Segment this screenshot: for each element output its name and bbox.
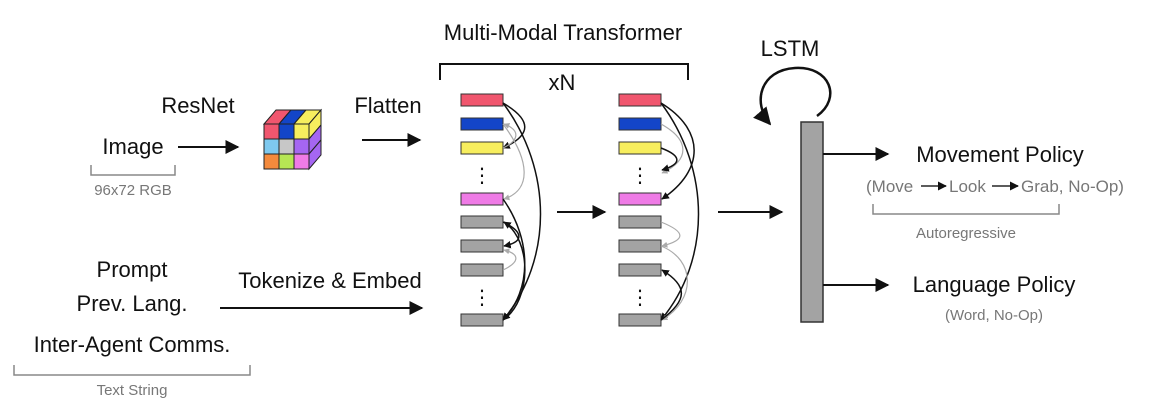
text-string-bracket [13,365,251,376]
image-size-bracket [90,165,176,176]
token-column-input: ⋮⋮ [460,93,504,327]
attention-arcs-input [502,102,542,321]
attention-arc [660,147,678,172]
cube-front-cell [278,153,295,170]
token-column-output: ⋮⋮ [618,93,662,327]
ellipsis: ⋮ [630,163,650,187]
cube-front-cell [278,138,295,155]
token-red [618,93,662,107]
attention-arc [660,102,700,321]
token-gray [618,215,662,229]
attention-arc [660,123,684,174]
feature-cube [262,108,323,171]
token-magenta [460,192,504,206]
flatten-label: Flatten [354,93,421,118]
attention-arc [502,198,526,321]
token-magenta [618,192,662,206]
transformer-bracket [439,63,689,80]
attention-arc [660,102,695,200]
autoregressive-bracket [872,204,1060,215]
autoregressive-label: Autoregressive [916,225,1016,242]
ellipsis: ⋮ [472,285,492,309]
grab-action: Grab, No-Op) [1021,177,1124,196]
attention-arc [502,123,517,149]
cube-front-cell [263,138,280,155]
cube-front-cell [278,123,295,140]
token-blue [460,117,504,131]
token-gray [618,263,662,277]
attention-arc [660,269,682,321]
cube-front-cell [293,138,310,155]
token-blue [618,117,662,131]
image-label: Image [102,134,163,159]
lstm-bar [800,121,824,323]
attention-arc [502,221,526,321]
image-size-label: 96x72 RGB [94,182,172,199]
token-yellow [618,141,662,155]
language-actions-label: (Word, No-Op) [945,307,1043,324]
attention-arc [502,123,525,201]
lstm-label: LSTM [761,36,820,61]
token-red [460,93,504,107]
token-gray [460,239,504,253]
token-gray [618,313,662,327]
transformer-title: Multi-Modal Transformer [444,20,682,45]
ellipsis: ⋮ [472,163,492,187]
tokenize-label: Tokenize & Embed [238,268,421,293]
move-action: (Move [866,177,913,196]
token-gray [460,215,504,229]
attention-arc [660,221,681,248]
cube-front-cell [263,123,280,140]
attention-arc [660,245,688,321]
attention-arc [502,248,517,271]
look-action: Look [949,177,986,196]
token-gray [618,239,662,253]
cube-front-cell [263,153,280,170]
token-gray [460,313,504,327]
cube-front-cell [293,153,310,170]
lstm-recurrence-arrow [753,66,832,126]
language-policy-label: Language Policy [913,272,1076,297]
prev-lang-label: Prev. Lang. [77,291,188,316]
prompt-label: Prompt [97,257,168,282]
cube-front-cell [293,123,310,140]
repeat-label: xN [549,70,576,95]
attention-arcs-output [660,102,700,321]
text-string-label: Text String [97,382,168,399]
resnet-label: ResNet [161,93,234,118]
movement-policy-label: Movement Policy [916,142,1084,167]
attention-arc [502,221,520,249]
inter-agent-label: Inter-Agent Comms. [34,332,231,357]
token-yellow [460,141,504,155]
token-gray [460,263,504,277]
ellipsis: ⋮ [630,285,650,309]
